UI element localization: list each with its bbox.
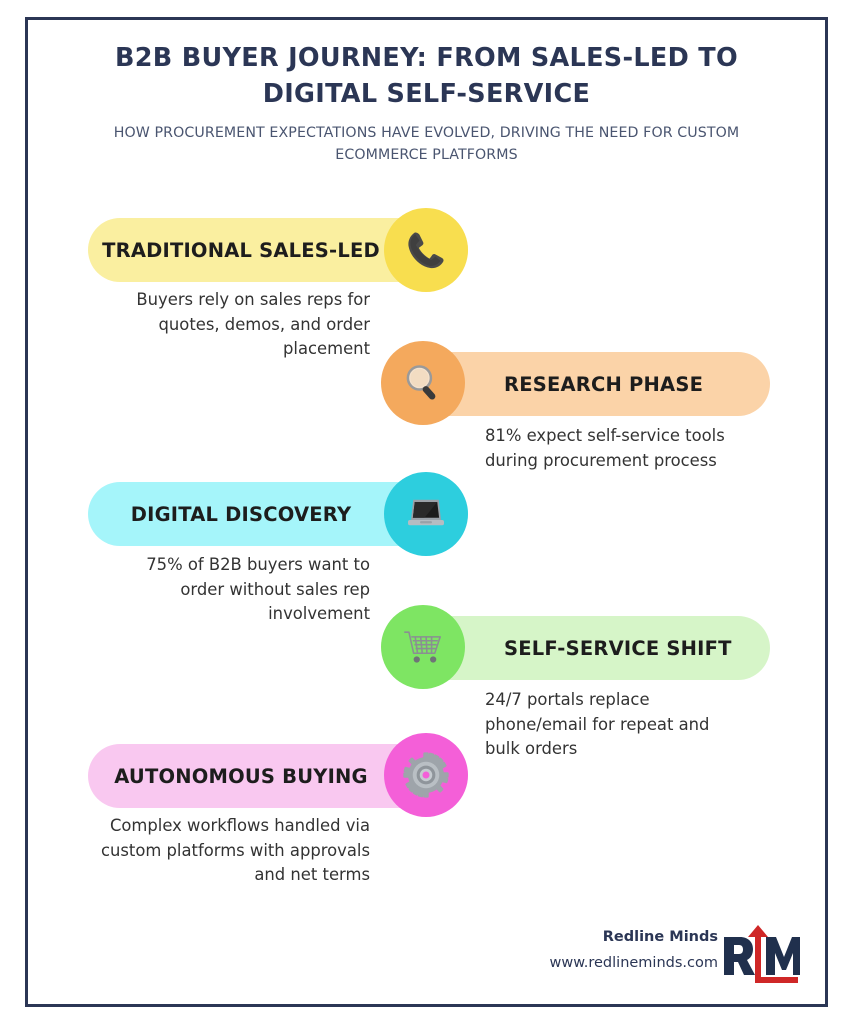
page-title: B2B BUYER JOURNEY: FROM SALES-LED TO DIG…: [115, 43, 738, 110]
magnifying-glass-icon: [406, 365, 436, 400]
step-2-description: 81% expect self-service tools during pro…: [485, 426, 725, 470]
footer-text-block: Redline Minds www.redlineminds.com: [550, 927, 718, 975]
brand-name: Redline Minds: [602, 929, 718, 945]
step-5-description: Complex workflows handled via custom pla…: [100, 816, 370, 885]
step-5-label: AUTONOMOUS BUYING: [114, 764, 368, 788]
redline-minds-logo[interactable]: [722, 925, 802, 987]
step-3-icon-circle[interactable]: [384, 472, 468, 556]
footer: Redline Minds www.redlineminds.com: [470, 925, 802, 995]
step-2-label: RESEARCH PHASE: [504, 372, 704, 396]
step-1-icon-circle[interactable]: [384, 208, 468, 292]
page-subtitle: HOW PROCUREMENT EXPECTATIONS HAVE EVOLVE…: [113, 125, 740, 164]
shopping-cart-icon: [404, 631, 441, 663]
gear-icon: [403, 752, 449, 798]
step-4-icon-circle[interactable]: [381, 605, 465, 689]
rm-logo-icon: [724, 925, 802, 983]
telephone-receiver-icon: [408, 232, 444, 269]
step-1-label: TRADITIONAL SALES-LED: [102, 238, 380, 262]
step-5-icon-circle[interactable]: [384, 733, 468, 817]
step-1-description: Buyers rely on sales reps for quotes, de…: [136, 290, 370, 359]
header: B2B BUYER JOURNEY: FROM SALES-LED TO DIG…: [25, 40, 828, 166]
laptop-icon: [408, 499, 444, 526]
step-2-icon-circle[interactable]: [381, 341, 465, 425]
step-3-description: 75% of B2B buyers want to order without …: [146, 555, 370, 624]
step-3-label: DIGITAL DISCOVERY: [130, 502, 352, 526]
step-4-description: 24/7 portals replace phone/email for rep…: [485, 690, 710, 759]
step-4-label: SELF-SERVICE SHIFT: [504, 636, 732, 660]
step-2-pill[interactable]: RESEARCH PHASE: [400, 352, 770, 416]
brand-url[interactable]: www.redlineminds.com: [549, 954, 718, 971]
